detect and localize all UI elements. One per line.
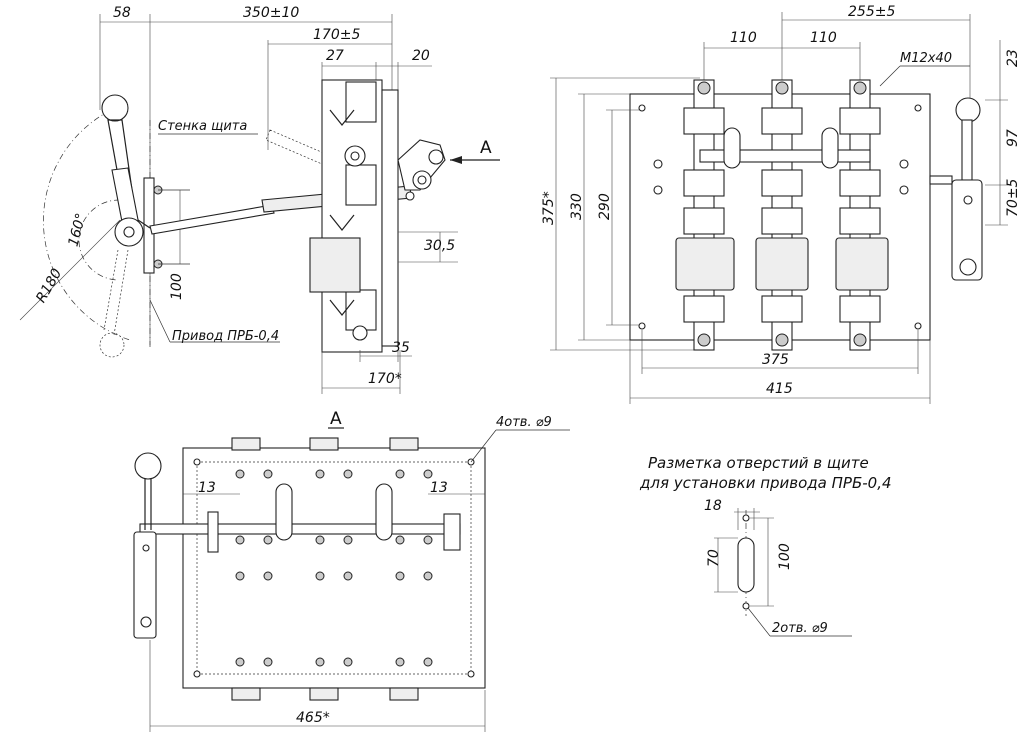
label-panel-wall: Стенка щита <box>158 119 247 134</box>
dim-70-layout: 70 <box>706 549 722 567</box>
hole-layout: Разметка отверстий в щите для установки … <box>639 454 892 637</box>
dim-m12x40: M12x40 <box>900 51 952 66</box>
dim-13-a: 13 <box>198 480 216 496</box>
label-2-holes: 2отв. ⌀9 <box>772 621 828 636</box>
dim-35: 35 <box>392 340 410 356</box>
view-arrow-a: A <box>480 138 492 158</box>
dim-r180: R180 <box>33 266 65 306</box>
dim-375-h: 375 <box>762 352 789 368</box>
label-drive: Привод ПРБ-0,4 <box>172 329 279 344</box>
dim-100-layout: 100 <box>777 543 793 570</box>
dim-100: 100 <box>169 273 185 300</box>
dim-angle-160: 160° <box>65 212 89 249</box>
dim-13-b: 13 <box>430 480 448 496</box>
dim-330: 330 <box>569 193 585 220</box>
dim-58: 58 <box>113 5 131 21</box>
dim-170-star: 170* <box>368 371 402 387</box>
dim-110-a: 110 <box>730 30 757 46</box>
hole-layout-title-2: для установки привода ПРБ-0,4 <box>639 474 892 492</box>
dim-97: 97 <box>1005 129 1021 147</box>
dim-27: 27 <box>326 48 344 64</box>
dim-465: 465* <box>296 710 330 726</box>
dim-23: 23 <box>1005 49 1021 67</box>
dim-350: 350±10 <box>243 5 299 21</box>
dim-415: 415 <box>766 381 793 397</box>
dim-18: 18 <box>704 498 722 514</box>
dim-290: 290 <box>597 193 613 220</box>
dim-170-5: 170±5 <box>313 27 360 43</box>
hole-layout-title-1: Разметка отверстий в щите <box>648 454 869 472</box>
label-4-holes: 4отв. ⌀9 <box>496 415 552 430</box>
dim-20: 20 <box>412 48 430 64</box>
dim-30-5: 30,5 <box>424 238 455 254</box>
dim-70-5: 70±5 <box>1005 178 1021 217</box>
top-view-a: A <box>133 409 570 732</box>
dim-375-v: 375* <box>541 191 557 225</box>
front-view: 110 110 255±5 M12x40 375* 330 290 <box>541 4 1021 404</box>
view-a-title: A <box>330 409 342 429</box>
dim-110-b: 110 <box>810 30 837 46</box>
dim-255: 255±5 <box>848 4 895 20</box>
side-view: 58 350±10 170±5 27 20 R180 160° Стенка щ… <box>19 5 500 394</box>
